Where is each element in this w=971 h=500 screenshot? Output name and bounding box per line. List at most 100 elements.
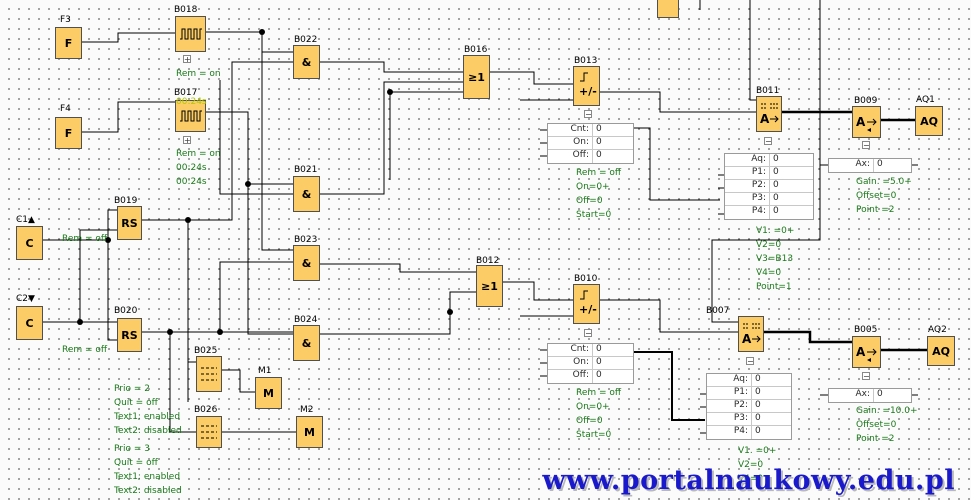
param-b019-rem: Rem = off	[62, 234, 108, 244]
param-b025-prio: Prio = 2	[114, 384, 150, 394]
block-b017[interactable]	[175, 100, 206, 132]
param-b010-start: Start=0	[576, 430, 612, 440]
block-m2[interactable]: M	[296, 416, 323, 448]
block-b025[interactable]	[196, 356, 222, 392]
block-name-b017: B017	[174, 88, 198, 98]
collapse-icon[interactable]: −	[764, 137, 772, 146]
table-value: 0	[755, 413, 761, 423]
block-c2[interactable]: C	[16, 306, 43, 340]
block-f4[interactable]: F	[55, 117, 82, 149]
param-b010-off: Off=0	[576, 416, 603, 426]
param-b011-v1: V1. =0+	[756, 226, 795, 236]
analog-multiplexer-icon: A	[742, 323, 761, 346]
table-value: 0	[596, 370, 602, 380]
table-value: 0	[773, 180, 779, 190]
table-value: 0	[755, 374, 761, 384]
block-f3[interactable]: F	[55, 27, 82, 59]
block-name-b023: B023	[294, 235, 318, 245]
param-b007-v1: V1. =0+	[738, 446, 777, 456]
block-b020[interactable]: RS	[117, 318, 142, 352]
block-b019[interactable]: RS	[117, 206, 142, 240]
table-key: Ax:	[829, 159, 874, 172]
collapse-icon[interactable]: −	[746, 357, 754, 366]
table-key: Off:	[548, 370, 593, 383]
expand-icon[interactable]: +	[183, 55, 191, 64]
table-key: P2:	[707, 400, 752, 412]
block-aq1[interactable]: AQ	[915, 106, 943, 136]
block-b016[interactable]: ≥1	[463, 55, 490, 99]
watermark-text: www.portalnaukowy.edu.pl	[542, 465, 955, 496]
block-b009[interactable]: A	[852, 106, 881, 138]
param-b013-start: Start=0	[576, 210, 612, 220]
block-m1[interactable]: M	[255, 377, 282, 409]
block-b024[interactable]: &	[293, 325, 320, 361]
table-b005: Ax:0	[828, 388, 912, 403]
message-text-icon	[201, 425, 217, 439]
block-b011[interactable]: A	[756, 96, 782, 132]
table-value: 0	[596, 137, 602, 147]
block-name-c1: C1▲	[16, 215, 35, 225]
table-key: P3:	[725, 193, 770, 205]
block-name-aq1: AQ1	[916, 95, 935, 105]
table-key: Ax:	[829, 389, 874, 402]
block-b021[interactable]: &	[293, 176, 320, 212]
param-b011-v3: V3=B13	[756, 254, 794, 264]
block-name-f4: F4	[60, 104, 71, 114]
block-b018[interactable]	[175, 16, 206, 52]
param-b013-on: On=0+	[576, 182, 610, 192]
pulse-generator-icon	[179, 110, 202, 122]
table-b009: Ax:0	[828, 158, 912, 173]
param-b009-offset: Offset=0	[856, 191, 897, 201]
svg-text:A: A	[742, 332, 752, 346]
block-b026[interactable]	[196, 416, 222, 448]
block-name-b010: B010	[574, 274, 598, 284]
block-b022[interactable]: &	[293, 45, 320, 79]
collapse-icon[interactable]: −	[584, 329, 592, 338]
block-b012[interactable]: ≥1	[476, 265, 503, 307]
block-name-m1: M1	[258, 366, 272, 376]
block-name-c2: C2▼	[16, 294, 35, 304]
table-value: 0	[596, 344, 602, 354]
param-b007-v4: V4=0	[738, 474, 764, 484]
block-name-m2: M2	[300, 405, 314, 415]
block-partial[interactable]	[657, 0, 679, 18]
param-b017-rem: Rem = on	[176, 149, 221, 159]
block-name-b016: B016	[464, 45, 488, 55]
block-b023[interactable]: &	[293, 245, 320, 281]
param-b026-text2: Text2: disabled	[114, 486, 182, 496]
collapse-icon[interactable]: −	[862, 372, 870, 381]
param-b017-time1: 00:24s	[176, 163, 207, 173]
block-b013[interactable]: +/-	[573, 66, 600, 106]
block-name-b021: B021	[294, 165, 318, 175]
block-name-b020: B020	[114, 306, 138, 316]
table-key: P1:	[725, 167, 770, 179]
svg-text:A: A	[856, 345, 866, 359]
block-b005[interactable]: A	[852, 336, 881, 368]
block-c1[interactable]: C	[16, 226, 43, 260]
block-name-b009: B009	[854, 96, 878, 106]
table-value: 0	[877, 159, 883, 169]
block-name-b005: B005	[854, 325, 878, 335]
table-value: 0	[773, 154, 779, 164]
param-b017-time2: 00:24s	[176, 177, 207, 187]
table-key: On:	[548, 137, 593, 149]
param-b007-v2: V2=0	[738, 460, 764, 470]
svg-text:+/-: +/-	[579, 85, 597, 98]
expand-icon[interactable]: +	[183, 136, 191, 145]
block-b010[interactable]: +/-	[573, 284, 600, 324]
up-down-counter-icon: +/-	[579, 72, 597, 98]
param-b025-quit: Quit = off	[114, 398, 158, 408]
block-name-b024: B024	[294, 315, 318, 325]
table-value: 0	[596, 150, 602, 160]
table-value: 0	[773, 167, 779, 177]
collapse-icon[interactable]: −	[584, 110, 592, 119]
table-value: 0	[773, 206, 779, 216]
analog-amplifier-icon: A	[856, 345, 877, 362]
block-b007[interactable]: A	[738, 316, 764, 352]
block-name-b013: B013	[574, 56, 598, 66]
table-key: On:	[548, 357, 593, 369]
collapse-icon[interactable]: −	[862, 141, 870, 150]
block-aq2[interactable]: AQ	[927, 336, 955, 366]
param-b026-prio: Prio = 3	[114, 444, 150, 454]
block-name-b018: B018	[174, 5, 198, 15]
